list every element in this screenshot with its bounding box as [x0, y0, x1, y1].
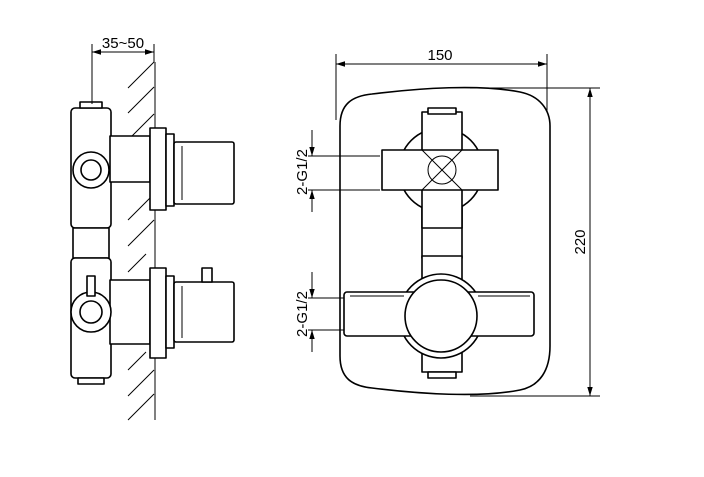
wall-depth-label: 35~50	[102, 35, 144, 52]
side-view: 35~50	[70, 35, 235, 421]
upper-connection-label: 2-G1/2	[294, 149, 311, 195]
plate-width-dimension: 150	[335, 47, 548, 120]
upper-cross-handle	[381, 107, 499, 259]
cover-plate	[339, 86, 551, 396]
valve-body	[70, 101, 235, 385]
wall-hatching	[127, 61, 156, 421]
lower-connection-label: 2-G1/2	[294, 291, 311, 337]
plate-height-dimension: 220	[470, 87, 600, 397]
thermostat-handle	[343, 255, 535, 379]
front-view: 150 220 2-G1/2 2-G1/2	[294, 47, 600, 397]
upper-connection-dimension: 2-G1/2	[294, 130, 380, 212]
lower-connection-dimension: 2-G1/2	[294, 272, 344, 352]
wall-depth-dimension: 35~50	[91, 35, 155, 104]
plate-width-label: 150	[427, 47, 452, 64]
plate-height-label: 220	[572, 229, 589, 254]
